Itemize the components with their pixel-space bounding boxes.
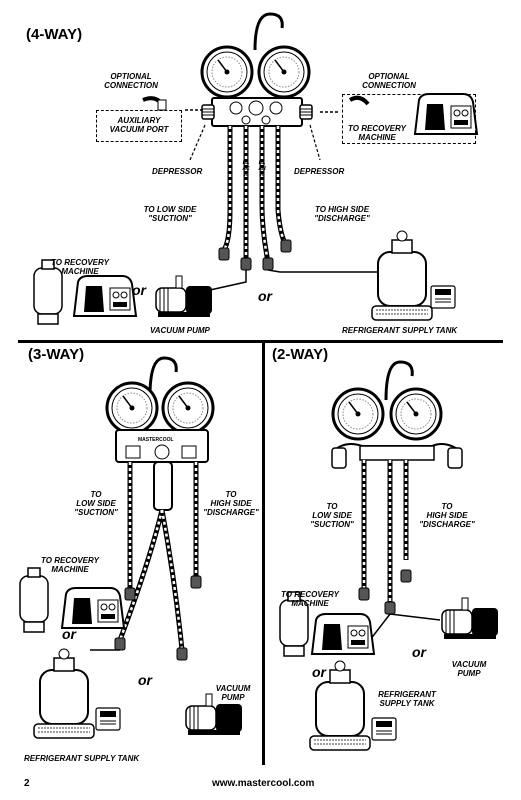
four-way-or-2: or (258, 288, 272, 304)
three-way-supply-tank-label: REFRIGERANT SUPPLY TANK (24, 754, 139, 763)
two-way-vacuum-pump-label: VACUUM PUMP (444, 660, 494, 678)
four-way-high-side-label: TO HIGH SIDE "DISCHARGE" (302, 205, 382, 223)
auxiliary-vacuum-port-label: AUXILIARY VACUUM PORT (96, 116, 182, 134)
supply-tank-4way (372, 231, 432, 320)
two-way-low-side-label: TO LOW SIDE "SUCTION" (298, 502, 366, 529)
depressor-left-label: DEPRESSOR (152, 167, 202, 176)
three-way-high-side-label: TO HIGH SIDE "DISCHARGE" (196, 490, 266, 517)
four-way-supply-tank-label: REFRIGERANT SUPPLY TANK (342, 326, 457, 335)
two-way-manifold (332, 362, 462, 640)
four-way-optional-recovery-label: TO RECOVERY MACHINE (346, 124, 408, 142)
two-way-or-1: or (412, 644, 426, 660)
four-way-or-1: or (132, 282, 146, 298)
depressor-right-label: DEPRESSOR (294, 167, 344, 176)
charging-scale-3way (96, 708, 120, 730)
website-link[interactable]: www.mastercool.com (212, 778, 314, 789)
three-way-or-2: or (138, 672, 152, 688)
recovery-machine-3way (62, 588, 124, 628)
hose-label-blank: BLANK (258, 160, 266, 178)
vacuum-pump-2way (442, 598, 498, 639)
section-divider-horizontal (18, 340, 503, 343)
two-way-supply-tank-label: REFRIGERANT SUPPLY TANK (370, 690, 444, 708)
four-way-vacuum-pump-label: VACUUM PUMP (150, 326, 210, 335)
four-way-manifold (185, 14, 380, 290)
three-way-low-side-label: TO LOW SIDE "SUCTION" (62, 490, 130, 517)
three-way-vacuum-pump-label: VACUUM PUMP (208, 684, 258, 702)
three-way-recovery-label: TO RECOVERY MACHINE (30, 556, 110, 574)
four-way-recovery-label: TO RECOVERY MACHINE (40, 258, 120, 276)
hose-label-black: BLACK (242, 160, 250, 178)
supply-tank-3way (34, 649, 94, 738)
recovery-machine-2way (312, 614, 374, 654)
page-number: 2 (24, 778, 30, 789)
four-way-left-optional-label: OPTIONAL CONNECTION (96, 72, 166, 90)
section-divider-vertical (262, 343, 265, 765)
four-way-low-side-label: TO LOW SIDE "SUCTION" (134, 205, 206, 223)
three-way-or-1: or (62, 626, 76, 642)
recovery-cylinder-3way (20, 568, 48, 632)
two-way-recovery-label: TO RECOVERY MACHINE (270, 590, 350, 608)
four-way-right-optional-label: OPTIONAL CONNECTION (352, 72, 426, 90)
charging-scale-4way (431, 286, 455, 308)
four-way-title: (4-WAY) (26, 26, 82, 43)
auxiliary-port-fitting (143, 98, 166, 110)
three-way-manifold-brand: Mastercool (138, 436, 174, 445)
two-way-or-2: or (312, 664, 326, 680)
vacuum-pump-4way (156, 276, 212, 317)
charging-scale-2way (372, 718, 396, 740)
three-way-title: (3-WAY) (28, 346, 84, 363)
two-way-high-side-label: TO HIGH SIDE "DISCHARGE" (412, 502, 482, 529)
two-way-title: (2-WAY) (272, 346, 328, 363)
recovery-machine-4way (74, 276, 136, 316)
